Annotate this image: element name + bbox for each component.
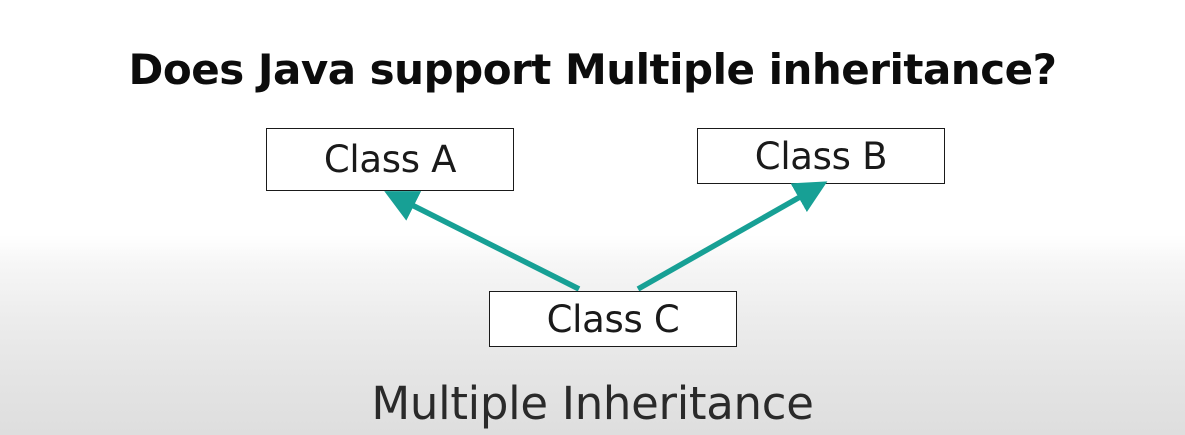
class-c-label: Class C (546, 297, 680, 341)
arrow-c-to-b (636, 181, 828, 292)
diagram-caption: Multiple Inheritance (371, 377, 814, 430)
class-a-label: Class A (323, 138, 457, 181)
class-c-box: Class C (489, 291, 737, 347)
slide-title: Does Java support Multiple inheritance? (128, 45, 1057, 94)
class-a-box: Class A (266, 128, 514, 191)
class-b-label: Class B (754, 134, 888, 178)
arrow-c-to-a (384, 191, 581, 292)
class-b-box: Class B (697, 128, 945, 184)
